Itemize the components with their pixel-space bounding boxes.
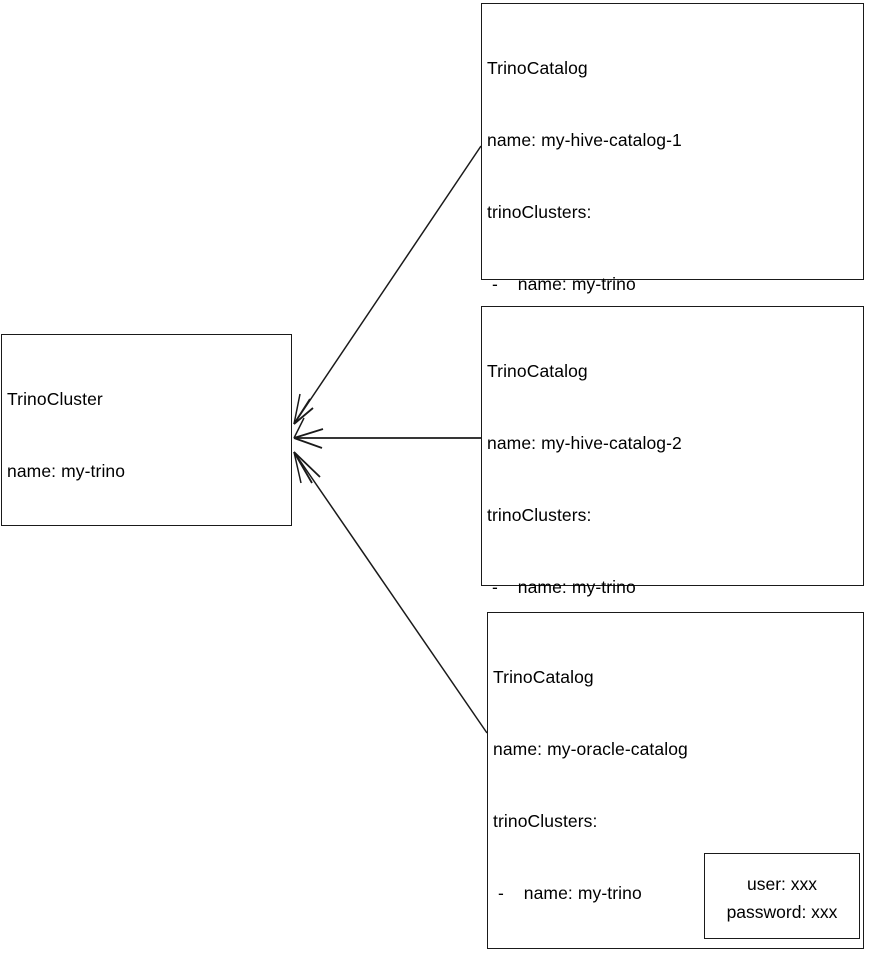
edge-hive2-to-cluster: [293, 417, 481, 449]
secret-line-password: password: xxx: [726, 902, 838, 922]
secret-line-user: user: xxx: [746, 874, 818, 894]
yaml-line: TrinoCluster: [7, 389, 103, 409]
edge-oracle-to-cluster: [293, 451, 488, 734]
yaml-line: name: my-trino: [7, 461, 126, 481]
oracle-credentials-secret-node[interactable]: user: xxx password: xxx: [704, 853, 860, 939]
yaml-line: TrinoCatalog: [487, 361, 588, 381]
oracle-credentials-secret-text: user: xxx password: xxx: [705, 870, 859, 926]
yaml-line: trinoClusters:: [487, 202, 592, 222]
yaml-line: - name: my-trino: [493, 883, 642, 903]
yaml-line: name: my-hive-catalog-2: [487, 433, 682, 453]
yaml-line: name: my-hive-catalog-1: [487, 130, 682, 150]
yaml-line: TrinoCatalog: [493, 667, 594, 687]
trino-catalog-oracle-text: TrinoCatalog name: my-oracle-catalog tri…: [493, 617, 798, 954]
trino-catalog-hive-2-node[interactable]: TrinoCatalog name: my-hive-catalog-2 tri…: [481, 306, 864, 885]
yaml-line: - name: my-trino: [487, 274, 636, 294]
trino-catalog-oracle-node[interactable]: TrinoCatalog name: my-oracle-catalog tri…: [487, 612, 864, 949]
trino-cluster-text: TrinoCluster name: my-trino: [7, 339, 125, 531]
edge-hive1-to-cluster: [293, 145, 482, 425]
trino-cluster-node[interactable]: TrinoCluster name: my-trino: [1, 334, 292, 526]
yaml-line: name: my-oracle-catalog: [493, 739, 688, 759]
yaml-line: TrinoCatalog: [487, 58, 588, 78]
yaml-line: - name: my-trino: [487, 577, 636, 597]
yaml-line: trinoClusters:: [493, 811, 598, 831]
yaml-line: trinoClusters:: [487, 505, 592, 525]
trino-catalog-hive-1-node[interactable]: TrinoCatalog name: my-hive-catalog-1 tri…: [481, 3, 864, 654]
